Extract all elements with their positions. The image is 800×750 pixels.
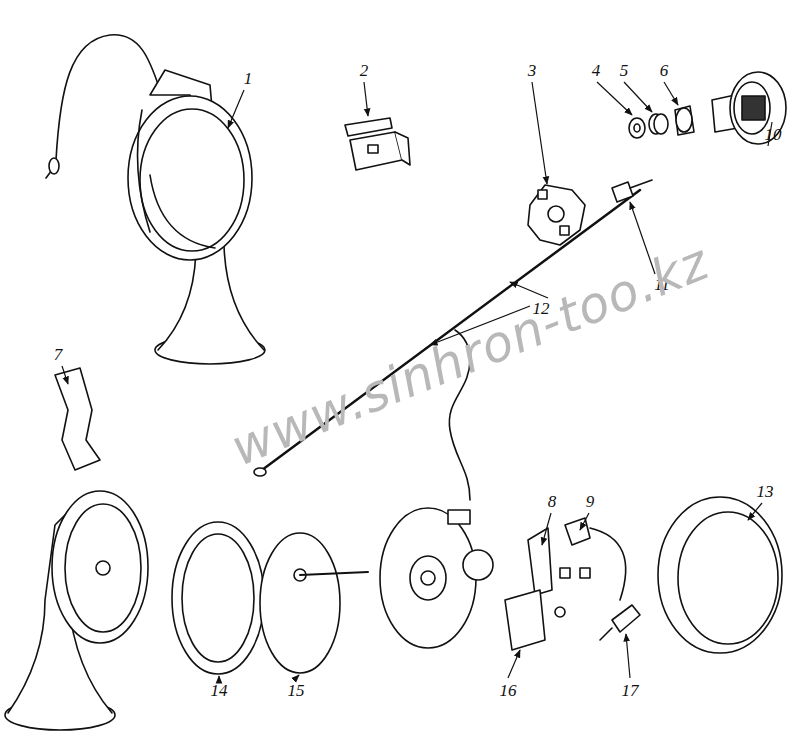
callout-number: 10 <box>763 125 784 144</box>
callout-number: 13 <box>755 482 776 501</box>
callout-number: 14 <box>209 681 230 700</box>
callout-number: 5 <box>618 61 631 80</box>
callout-number: 6 <box>658 61 671 80</box>
callout-number: 7 <box>52 345 65 364</box>
callout-number: 4 <box>590 61 603 80</box>
watermark: www.sinhron-too.kz <box>224 236 715 473</box>
callout-number: 1 <box>242 69 255 88</box>
callout-number: 15 <box>286 681 307 700</box>
callout-number: 17 <box>620 681 641 700</box>
callout-number: 3 <box>526 61 539 80</box>
callout-number: 8 <box>546 492 559 511</box>
callout-number: 2 <box>358 61 371 80</box>
callout-number: 16 <box>498 681 519 700</box>
callout-number: 9 <box>584 492 597 511</box>
